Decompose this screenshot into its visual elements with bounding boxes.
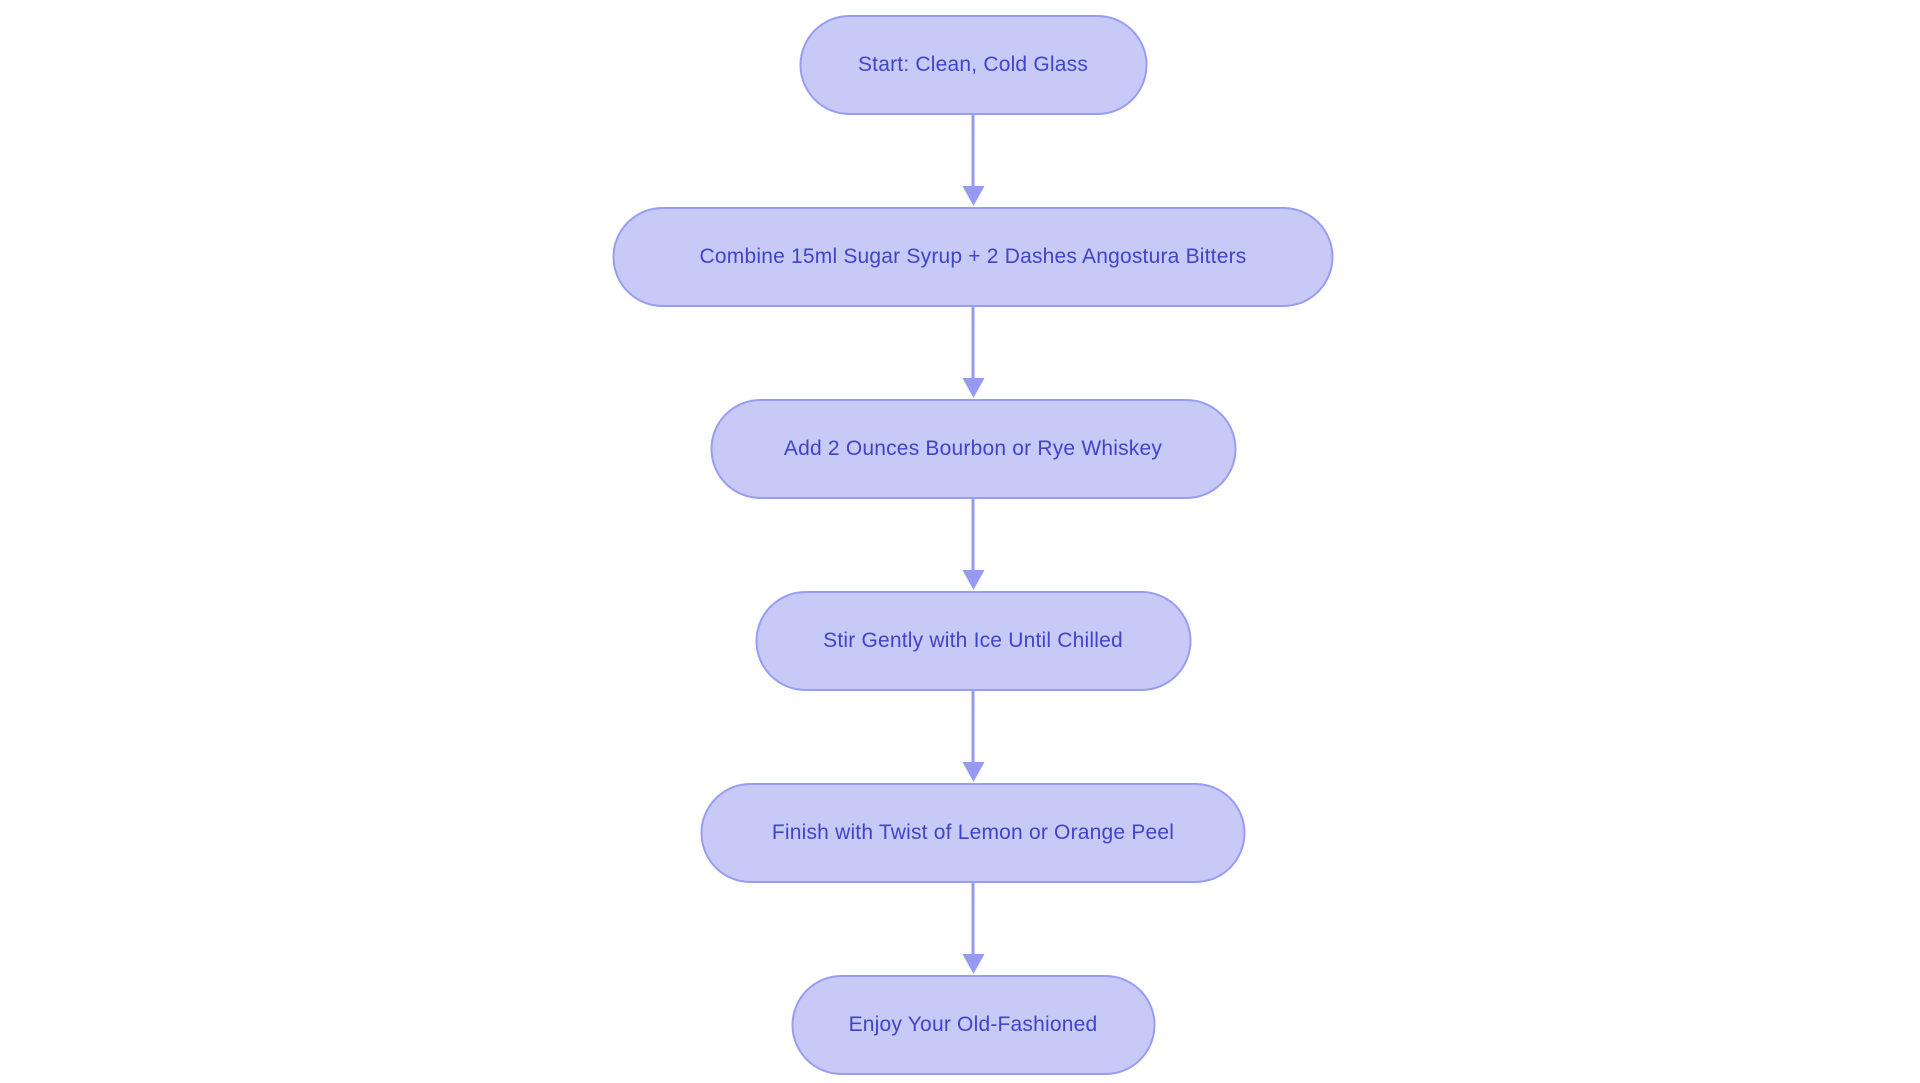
arrow-down-icon: [962, 954, 984, 974]
flow-node-label: Finish with Twist of Lemon or Orange Pee…: [771, 821, 1175, 844]
arrow-line: [971, 691, 975, 762]
arrow-down-icon: [962, 570, 984, 590]
flow-arrow: [962, 307, 984, 399]
flow-node-label: Add 2 Ounces Bourbon or Rye Whiskey: [783, 437, 1163, 460]
arrow-line: [971, 499, 975, 570]
flow-arrow: [962, 499, 984, 591]
flow-node-step-3: Stir Gently with Ice Until Chilled: [755, 591, 1191, 691]
flow-node-end: Enjoy Your Old-Fashioned: [791, 975, 1155, 1075]
arrow-line: [971, 115, 975, 186]
flow-node-step-4: Finish with Twist of Lemon or Orange Pee…: [700, 783, 1246, 883]
arrow-down-icon: [962, 762, 984, 782]
arrow-line: [971, 883, 975, 954]
arrow-line: [971, 307, 975, 378]
flow-node-label: Combine 15ml Sugar Syrup + 2 Dashes Ango…: [699, 245, 1247, 268]
flow-arrow: [962, 115, 984, 207]
flow-node-step-2: Add 2 Ounces Bourbon or Rye Whiskey: [710, 399, 1236, 499]
arrow-down-icon: [962, 378, 984, 398]
flow-node-step-1: Combine 15ml Sugar Syrup + 2 Dashes Ango…: [612, 207, 1334, 307]
flow-node-start: Start: Clean, Cold Glass: [799, 15, 1147, 115]
flowchart: Start: Clean, Cold Glass Combine 15ml Su…: [612, 15, 1334, 1075]
flow-arrow: [962, 883, 984, 975]
flow-node-label: Start: Clean, Cold Glass: [857, 53, 1089, 76]
arrow-down-icon: [962, 186, 984, 206]
flow-node-label: Stir Gently with Ice Until Chilled: [823, 629, 1123, 652]
flow-node-label: Enjoy Your Old-Fashioned: [848, 1013, 1098, 1036]
flow-arrow: [962, 691, 984, 783]
